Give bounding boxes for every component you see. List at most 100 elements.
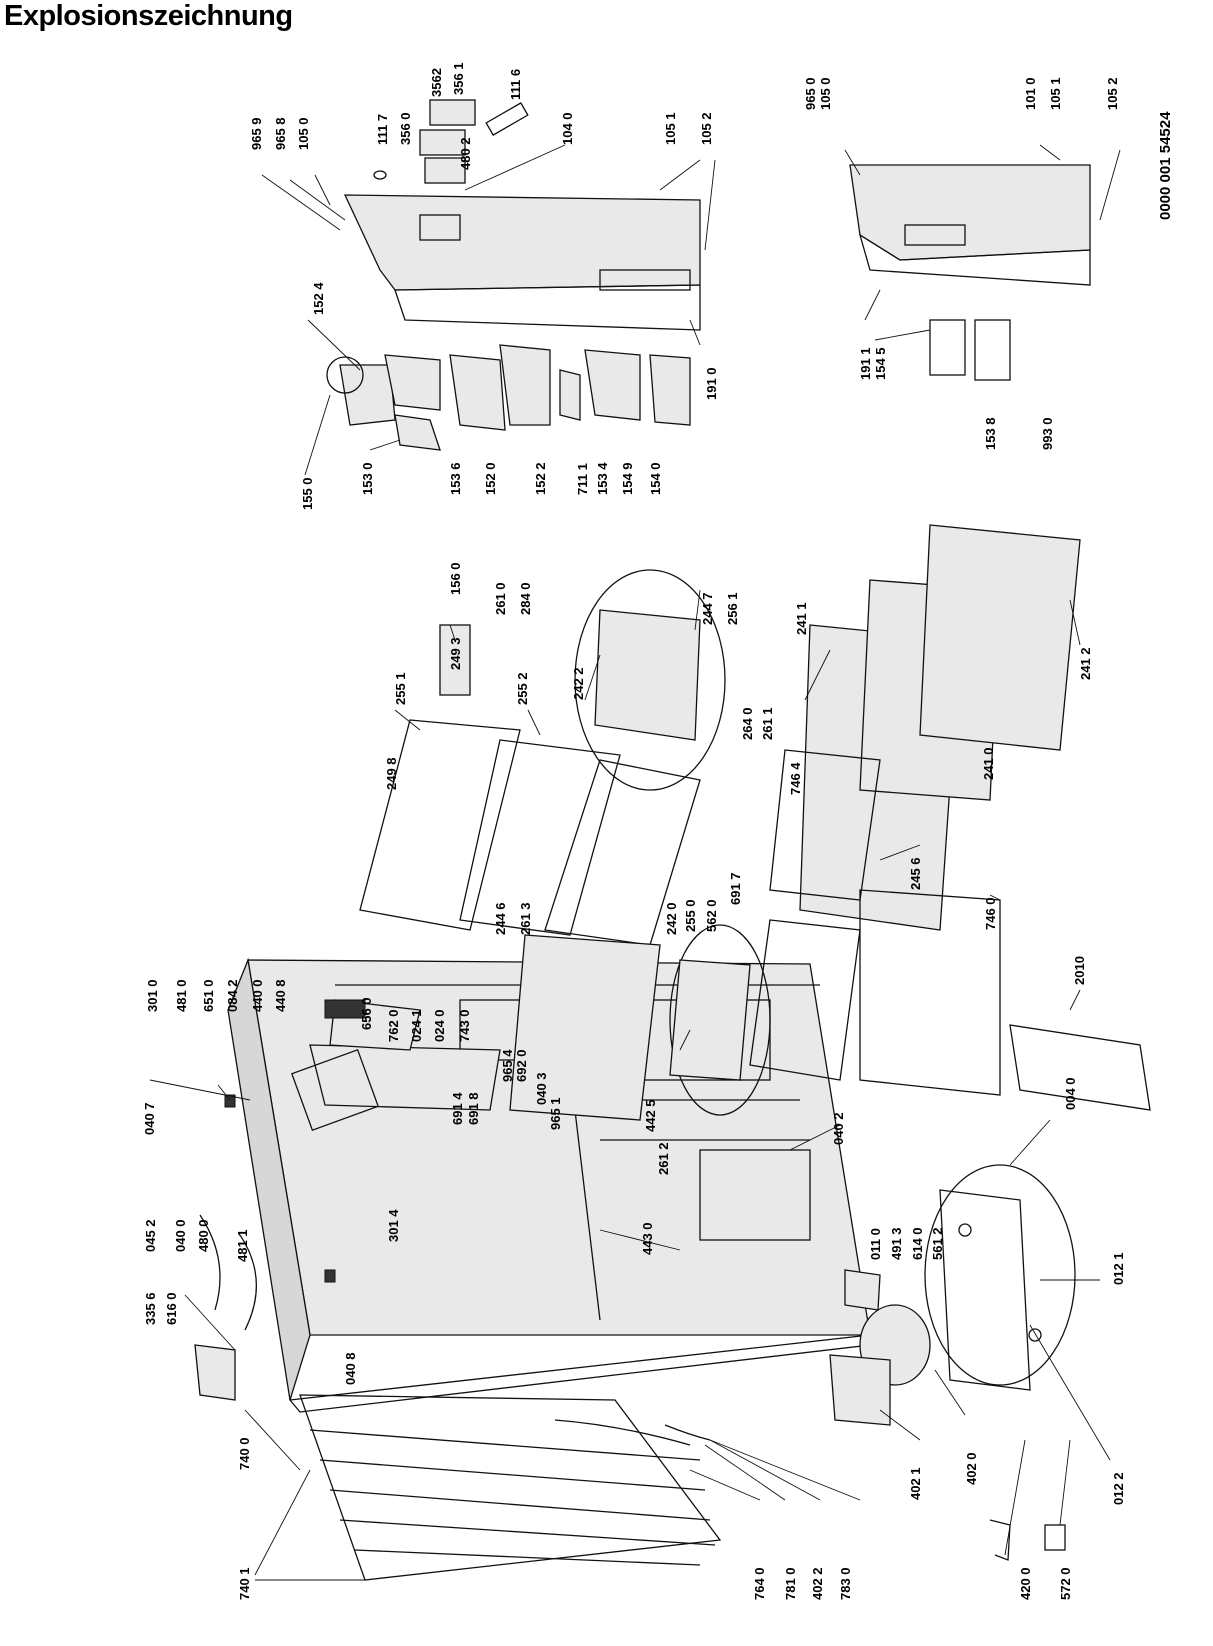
part-label-012-1: 012 1 [1111, 1252, 1126, 1285]
part-label-241-2: 241 2 [1078, 647, 1093, 680]
part-label-153-0: 153 0 [360, 462, 375, 495]
part-label-301-0: 301 0 [145, 979, 160, 1012]
part-label-152-2: 152 2 [533, 462, 548, 495]
part-label-242-2: 242 2 [571, 667, 586, 700]
part-label-740-1: 740 1 [237, 1567, 252, 1600]
part-label-153-6: 153 6 [448, 462, 463, 495]
evaporator-assembly [669, 749, 1151, 1116]
part-label-261-2: 261 2 [656, 1142, 671, 1175]
part-label-105-1-a: 105 1 [663, 112, 678, 145]
leader-lines [149, 144, 1121, 1581]
part-label-711-1: 711 1 [575, 463, 590, 495]
left-small-parts [194, 1094, 336, 1401]
part-label-105-0-b: 105 0 [818, 77, 833, 110]
part-label-105-0-a: 105 0 [296, 117, 311, 150]
part-label-443-0: 443 0 [640, 1222, 655, 1255]
part-label-261-3: 261 3 [518, 902, 533, 935]
part-label-691-4: 691 4 [450, 1092, 465, 1125]
part-label-241-0: 241 0 [981, 747, 996, 780]
part-label-301-4: 301 4 [386, 1209, 401, 1242]
part-label-111-6: 111 6 [508, 69, 523, 100]
page-title: Explosionszeichnung [4, 0, 293, 32]
part-label-040-0: 040 0 [173, 1219, 188, 1252]
part-label-691-8: 691 8 [466, 1092, 481, 1125]
part-label-155-0: 155 0 [300, 477, 315, 510]
part-label-442-5: 442 5 [643, 1099, 658, 1132]
part-label-965-1: 965 1 [548, 1097, 563, 1130]
part-label-153-8: 153 8 [983, 417, 998, 450]
part-label-024-0: 024 0 [432, 1009, 447, 1042]
part-label-743-0: 743 0 [457, 1009, 472, 1042]
part-label-191-1: 191 1 [858, 347, 873, 380]
part-label-740-0: 740 0 [237, 1437, 252, 1470]
main-door [343, 194, 701, 331]
part-label-040-8: 040 8 [343, 1352, 358, 1385]
part-label-965-9-a: 965 9 [249, 117, 264, 150]
part-label-040-2: 040 2 [831, 1112, 846, 1145]
part-label-440-8: 440 8 [273, 979, 288, 1012]
part-label-264-0: 264 0 [740, 707, 755, 740]
part-label-781-0: 781 0 [783, 1567, 798, 1600]
part-label-491-3: 491 3 [889, 1227, 904, 1260]
part-label-011-0: 011 0 [868, 1228, 883, 1260]
part-label-692-0: 692 0 [514, 1049, 529, 1082]
part-label-261-0: 261 0 [493, 582, 508, 615]
part-label-356-1: 356 1 [451, 62, 466, 95]
part-label-241-1: 241 1 [794, 602, 809, 635]
part-label-356-2: 3562 [429, 68, 444, 97]
part-label-111-7: 111 7 [375, 114, 390, 145]
part-label-012-2: 012 2 [1111, 1472, 1126, 1505]
part-label-255-2: 255 2 [515, 672, 530, 705]
part-label-249-3: 249 3 [448, 637, 463, 670]
part-label-402-1: 402 1 [908, 1467, 923, 1500]
document-number: 0000 001 54524 [1157, 111, 1174, 220]
part-label-105-1-b: 105 1 [1048, 77, 1063, 110]
part-label-562-0: 562 0 [704, 899, 719, 932]
part-label-153-4: 153 4 [595, 462, 610, 495]
part-label-040-7: 040 7 [142, 1102, 157, 1135]
part-label-249-8: 249 8 [384, 757, 399, 790]
part-label-101-0: 101 0 [1023, 77, 1038, 110]
part-label-154-0: 154 0 [648, 462, 663, 495]
crisper-drawers [509, 524, 1081, 1121]
part-label-152-4: 152 4 [311, 282, 326, 315]
part-label-105-2-a: 105 2 [699, 112, 714, 145]
part-label-201-0: 2010 [1072, 956, 1087, 985]
part-label-084-2: 084 2 [225, 979, 240, 1012]
part-label-614-0: 614 0 [910, 1227, 925, 1260]
part-label-746-4: 746 4 [788, 762, 803, 795]
part-label-481-1: 481 1 [235, 1229, 250, 1262]
part-label-242-0: 242 0 [664, 902, 679, 935]
part-label-402-2: 402 2 [810, 1567, 825, 1600]
condenser [299, 1394, 722, 1581]
part-label-154-5: 154 5 [873, 347, 888, 380]
part-label-965-8: 965 8 [273, 117, 288, 150]
part-label-335-6: 335 6 [143, 1292, 158, 1325]
part-label-572-0: 572 0 [1058, 1567, 1073, 1600]
part-labels: 965 9 965 8 105 0 111 7 356 0 480 2 3562… [142, 62, 1126, 1600]
door-display-parts [373, 99, 529, 184]
part-label-244-7: 244 7 [700, 592, 715, 625]
freezer-door [849, 164, 1091, 381]
part-label-152-0: 152 0 [483, 462, 498, 495]
part-label-481-0: 481 0 [174, 979, 189, 1012]
part-label-284-0: 284 0 [518, 582, 533, 615]
part-label-040-3: 040 3 [534, 1072, 549, 1105]
part-label-356-0: 356 0 [398, 112, 413, 145]
part-label-104-0: 104 0 [560, 112, 575, 145]
right-bottom-small-parts [989, 1519, 1066, 1561]
part-label-255-0: 255 0 [683, 899, 698, 932]
part-label-255-1: 255 1 [393, 672, 408, 705]
part-label-965-4: 965 4 [500, 1049, 515, 1082]
part-label-746-0: 746 0 [983, 897, 998, 930]
compressor-assembly [829, 1164, 1076, 1426]
part-label-480-0: 480 0 [196, 1219, 211, 1252]
part-label-993-0: 993 0 [1040, 417, 1055, 450]
part-label-691-7: 691 7 [728, 872, 743, 905]
part-label-480-2: 480 2 [458, 137, 473, 170]
part-label-783-0: 783 0 [838, 1567, 853, 1600]
part-label-256-1: 256 1 [725, 592, 740, 625]
part-label-561-2: 561 2 [930, 1227, 945, 1260]
part-label-004-0: 004 0 [1063, 1077, 1078, 1110]
